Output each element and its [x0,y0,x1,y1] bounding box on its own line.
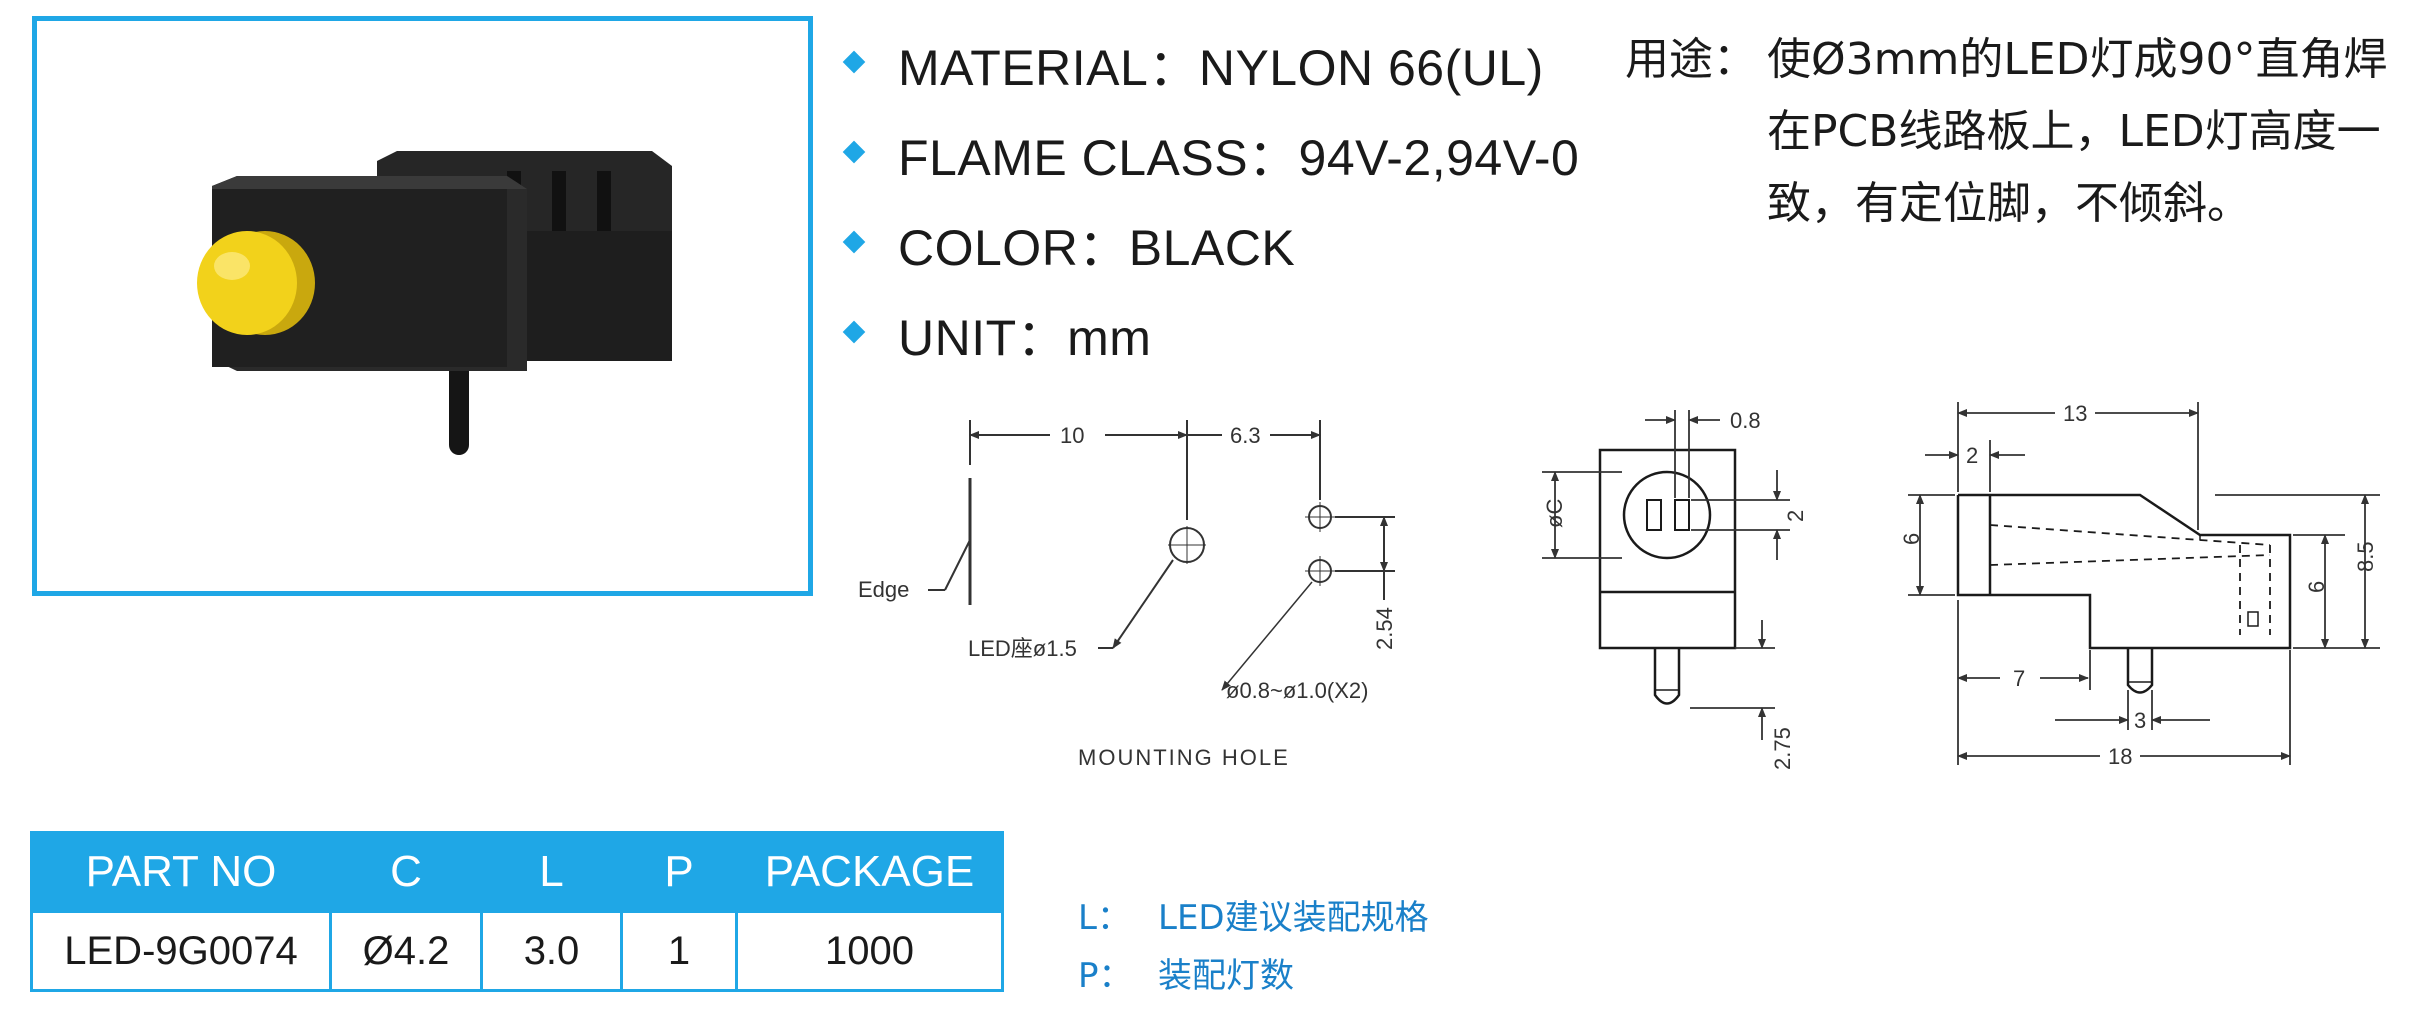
mounting-hole-drawing [928,420,1395,691]
front-view-drawing [1598,448,1737,705]
dim-10: 10 [1060,423,1084,448]
spec-text: MATERIAL：NYLON 66(UL) [898,40,1544,96]
usage-line: 使Ø3mm的LED灯成90°直角焊 [1767,34,2388,85]
mounting-hole-caption: MOUNTING HOLE [1078,745,1290,770]
dim-3: 3 [2134,708,2146,733]
spec-text: COLOR：BLACK [898,220,1296,276]
dim-2-front: 2 [1783,510,1808,522]
spec-text: FLAME CLASS：94V-2,94V-0 [898,130,1580,186]
usage-line: 在PCB线路板上，LED灯高度一 [1767,106,2381,157]
dim-7: 7 [2013,666,2025,691]
led-seat-label: LED座ø1.5 [968,636,1077,661]
table-cell: Ø4.2 [329,910,483,992]
pin-hole-label: ø0.8~ø1.0(X2) [1226,678,1368,703]
dim-6-right: 6 [2304,581,2329,593]
note-value: 装配灯数 [1158,956,1294,996]
note-key: L： [1078,898,1131,938]
note-key: P： [1078,956,1133,996]
usage-label: 用途： [1625,34,1757,85]
edge-label: Edge [858,577,909,602]
table-cell: 1 [620,910,738,992]
table-header: PART NO [30,831,332,913]
table-header: PACKAGE [735,831,1004,913]
dim-0-8: 0.8 [1730,408,1761,433]
dim-8-5: 8.5 [2353,541,2378,572]
usage-line: 致，有定位脚，不倾斜。 [1767,178,2251,229]
table-header-row: PART NO C L P PACKAGE [30,831,1004,913]
dim-2-side: 2 [1966,443,1978,468]
dim-6-left: 6 [1899,533,1924,545]
spec-text: UNIT：mm [898,310,1152,366]
table-header: P [620,831,738,913]
dim-18: 18 [2108,744,2132,769]
dim-2-54: 2.54 [1372,607,1397,650]
table-header: L [480,831,623,913]
dim-2-75: 2.75 [1770,727,1795,770]
dim-c: øC [1542,499,1567,528]
led-holder-photo [197,151,672,455]
table-cell: 1000 [735,910,1004,992]
table-row: LED-9G0074 Ø4.2 3.0 1 1000 [30,910,1004,992]
dim-6-3: 6.3 [1230,423,1261,448]
table-header: C [329,831,483,913]
product-photo-frame [32,16,813,596]
note-value: LED建议装配规格 [1158,898,1429,938]
dim-13: 13 [2063,401,2087,426]
side-view-drawing [1956,493,2292,694]
table-cell: 3.0 [480,910,623,992]
part-table: PART NO C L P PACKAGE LED-9G0074 Ø4.2 3.… [30,831,1004,992]
table-cell: LED-9G0074 [30,910,332,992]
